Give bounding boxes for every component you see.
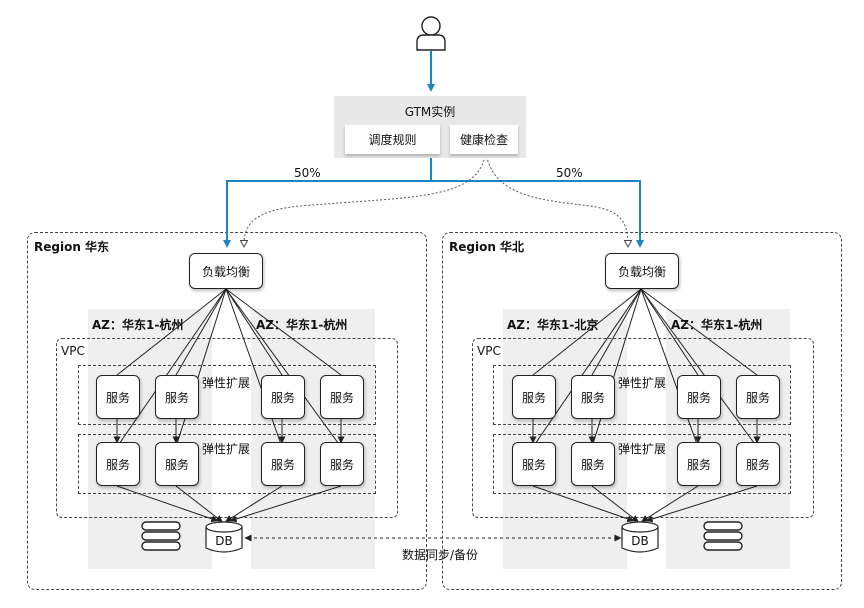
az-label-east-left: AZ：华东1-杭州 [92, 318, 184, 332]
scaling-group-east-bottom [78, 434, 376, 494]
scale-arrows-north [529, 417, 761, 444]
service-node[interactable]: 服务 [736, 442, 780, 486]
db-label-east: DB [215, 534, 233, 548]
storage-icon-north [703, 521, 743, 551]
db-cylinder-north [621, 521, 659, 553]
scaling-group-east-top [78, 365, 376, 425]
services-to-db-east [116, 485, 342, 523]
region-title-north: Region 华北 [449, 240, 525, 254]
service-node[interactable]: 服务 [155, 375, 199, 419]
service-node[interactable]: 服务 [677, 375, 721, 419]
traffic-percent-north: 50% [556, 166, 583, 180]
load-balancer-north[interactable]: 负载均衡 [605, 253, 679, 289]
dispatch-rule-button[interactable]: 调度规则 [345, 125, 440, 154]
services-to-db-north [532, 485, 758, 523]
vpc-label-east: VPC [61, 344, 85, 358]
scale-label-north-top: 弹性扩展 [618, 376, 667, 390]
scaling-group-north-top [493, 365, 791, 425]
service-node[interactable]: 服务 [571, 442, 615, 486]
db-label-north: DB [631, 534, 649, 548]
scaling-group-north-bottom [493, 434, 791, 494]
sync-label: 数据同步/备份 [402, 548, 479, 562]
service-node[interactable]: 服务 [261, 442, 305, 486]
scale-label-east-bottom: 弹性扩展 [202, 442, 251, 456]
region-north [442, 232, 842, 590]
gtm-title: GTM实例 [404, 105, 456, 119]
service-node[interactable]: 服务 [512, 375, 556, 419]
az-label-north-right: AZ：华东1-杭州 [671, 318, 763, 332]
az-label-east-right: AZ：华东1-杭州 [256, 318, 348, 332]
health-check-button[interactable]: 健康检查 [450, 125, 518, 154]
service-node[interactable]: 服务 [320, 375, 364, 419]
scale-label-east-top: 弹性扩展 [202, 376, 251, 390]
lb-fanout-north [532, 288, 758, 448]
service-node[interactable]: 服务 [96, 442, 140, 486]
vpc-label-north: VPC [477, 344, 501, 358]
az-label-north-left: AZ：华东1-北京 [507, 318, 599, 332]
user-icon [416, 16, 446, 51]
service-node[interactable]: 服务 [320, 442, 364, 486]
load-balancer-east[interactable]: 负载均衡 [189, 253, 263, 289]
service-node[interactable]: 服务 [677, 442, 721, 486]
gtm-to-north-path [431, 180, 644, 248]
service-node[interactable]: 服务 [155, 442, 199, 486]
service-node[interactable]: 服务 [261, 375, 305, 419]
health-check-east-path [244, 151, 487, 244]
health-check-north-path [485, 151, 628, 244]
scale-arrows-east [113, 417, 345, 444]
region-title-east: Region 华东 [34, 240, 110, 254]
service-node[interactable]: 服务 [96, 375, 140, 419]
service-node[interactable]: 服务 [736, 375, 780, 419]
scale-label-north-bottom: 弹性扩展 [618, 442, 667, 456]
db-cylinder-east [205, 521, 243, 553]
service-node[interactable]: 服务 [571, 375, 615, 419]
service-node[interactable]: 服务 [512, 442, 556, 486]
traffic-percent-east: 50% [294, 166, 321, 180]
storage-icon-east [141, 521, 181, 551]
gtm-to-east-path [223, 158, 432, 248]
lb-fanout-east [116, 288, 342, 448]
az-panel-north-left [503, 309, 627, 569]
